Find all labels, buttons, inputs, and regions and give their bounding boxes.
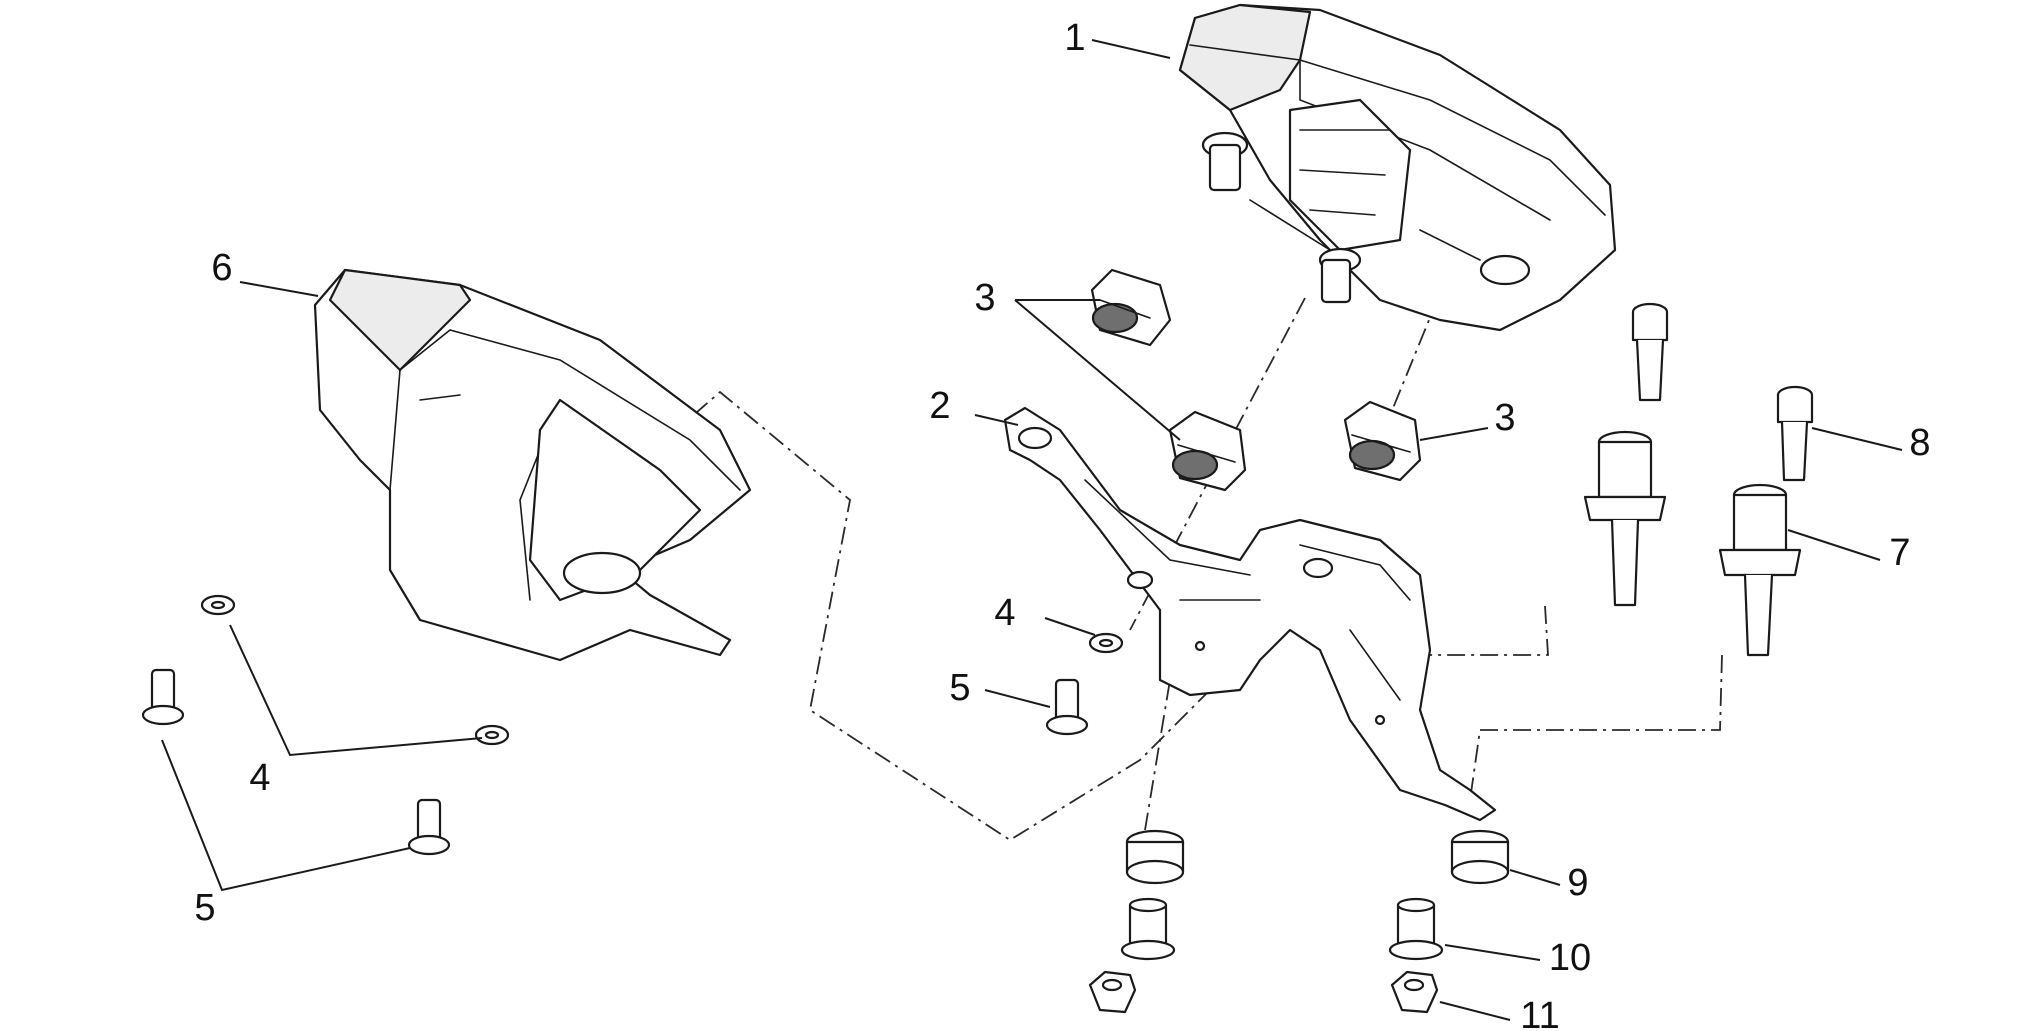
callout-7: 7 bbox=[1889, 532, 1910, 574]
callout-11: 11 bbox=[1520, 995, 1559, 1031]
spacer-7-right bbox=[1718, 483, 1802, 657]
washer-4-right bbox=[1088, 632, 1124, 654]
spacers-7 bbox=[1583, 430, 1802, 657]
nut-11-left bbox=[1088, 970, 1137, 1014]
rubber-grommets-upper bbox=[1090, 268, 1422, 492]
callout-9: 9 bbox=[1567, 862, 1588, 904]
rear-cover bbox=[313, 268, 752, 662]
callout-2: 2 bbox=[929, 385, 950, 427]
grommet-3-right bbox=[1343, 400, 1422, 482]
callout-5-right: 5 bbox=[949, 667, 970, 709]
leader-lines bbox=[161, 39, 1903, 1021]
assembly-lines bbox=[469, 297, 1723, 842]
callout-3-left: 3 bbox=[974, 277, 995, 319]
assembly-line-cover bbox=[469, 390, 1246, 842]
assembly-line-bracket-left bbox=[1144, 649, 1176, 831]
spacer-7-left bbox=[1583, 430, 1667, 607]
callout-4-left: 4 bbox=[249, 757, 270, 799]
lower-hardware bbox=[1088, 829, 1510, 1014]
callout-10: 10 bbox=[1549, 937, 1591, 979]
callout-numbers: 1 2 3 3 4 4 5 5 6 7 8 9 10 11 bbox=[194, 17, 1930, 1031]
callout-6: 6 bbox=[211, 247, 232, 289]
bolt-8-right bbox=[1776, 385, 1814, 482]
assembly-line-spacer-left bbox=[1428, 605, 1549, 656]
callout-5-left: 5 bbox=[194, 887, 215, 929]
mounting-bracket bbox=[1003, 406, 1497, 822]
bushing-9-left bbox=[1125, 829, 1185, 885]
sleeve-10-left bbox=[1120, 897, 1176, 961]
screw-5-left-bottom bbox=[407, 798, 451, 856]
assembly-line-spacer-right bbox=[1469, 654, 1723, 801]
grommet-3-top bbox=[1090, 268, 1172, 347]
washer-4-left-bottom bbox=[474, 724, 510, 746]
nut-11-right bbox=[1390, 970, 1439, 1014]
bushing-9-right bbox=[1450, 829, 1510, 885]
screw-5-left-top bbox=[141, 668, 185, 726]
callout-4-right: 4 bbox=[994, 592, 1015, 634]
bolts-8 bbox=[1631, 302, 1814, 482]
instrument-cluster bbox=[1178, 3, 1617, 332]
callout-8: 8 bbox=[1909, 422, 1930, 464]
callout-3-right: 3 bbox=[1494, 397, 1515, 439]
sleeve-10-right bbox=[1388, 897, 1444, 961]
screws-5 bbox=[141, 668, 1089, 856]
washer-4-left-top bbox=[200, 594, 236, 616]
washers-4 bbox=[200, 594, 1124, 746]
assembly-line-grommet-right bbox=[1379, 297, 1439, 441]
callout-1: 1 bbox=[1064, 17, 1085, 59]
bolt-8-left bbox=[1631, 302, 1669, 402]
screw-5-right bbox=[1045, 678, 1089, 736]
grommet-3-middle bbox=[1168, 410, 1247, 492]
